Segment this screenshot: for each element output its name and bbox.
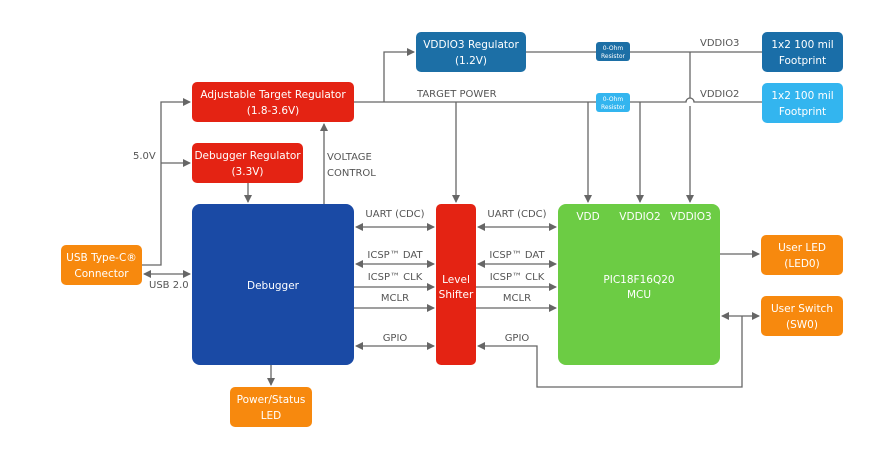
pin-label-vddio2: VDDIO2 <box>619 211 660 223</box>
block-label: (1.8-3.6V) <box>247 105 300 117</box>
power-led-block: Power/Status LED <box>230 387 312 427</box>
label-5v: 5.0V <box>133 151 156 162</box>
label-icsp-clk: ICSP™ CLK <box>368 272 423 283</box>
block-label: 0-Ohm <box>603 45 624 52</box>
block-label: MCU <box>627 289 651 301</box>
user-led-block: User LED (LED0) <box>761 235 843 275</box>
label-icsp-dat: ICSP™ DAT <box>489 250 545 261</box>
block-label: PIC18F16Q20 <box>603 274 674 286</box>
label-uart: UART (CDC) <box>365 209 424 220</box>
label-icsp-dat: ICSP™ DAT <box>367 250 423 261</box>
debugger-block: Debugger <box>192 204 354 365</box>
footprint-vddio3: 1x2 100 mil Footprint <box>762 32 843 72</box>
label-uart: UART (CDC) <box>487 209 546 220</box>
block-label: User LED <box>778 242 826 254</box>
label-vddio2: VDDIO2 <box>700 89 739 100</box>
resistor-vddio3: 0-Ohm Resistor <box>596 42 630 61</box>
usb-connector-block: USB Type-C® Connector <box>61 245 142 285</box>
level-shifter-block: Level Shifter <box>436 204 476 365</box>
pin-label-vddio3: VDDIO3 <box>670 211 711 223</box>
connections <box>142 48 762 388</box>
block-label: USB Type-C® <box>66 252 137 264</box>
block-label: 1x2 100 mil <box>771 39 833 51</box>
block-label: 0-Ohm <box>603 96 624 103</box>
block-label: Connector <box>74 268 129 280</box>
block-label: (3.3V) <box>231 166 263 178</box>
label-vddio3: VDDIO3 <box>700 38 739 49</box>
label-icsp-clk: ICSP™ CLK <box>490 272 545 283</box>
block-label: Power/Status <box>237 394 306 406</box>
block-label: Shifter <box>439 289 474 301</box>
label-voltage-control: VOLTAGE <box>327 152 372 163</box>
resistor-vddio2: 0-Ohm Resistor <box>596 93 630 112</box>
block-label: Debugger Regulator <box>194 150 301 162</box>
block-label: (SW0) <box>786 319 818 331</box>
label-gpio: GPIO <box>505 333 530 344</box>
block-label: (LED0) <box>784 258 819 270</box>
label-gpio: GPIO <box>383 333 408 344</box>
mcu-block: PIC18F16Q20 MCU VDD VDDIO2 VDDIO3 <box>558 204 720 365</box>
line-vddio3-reg-in <box>383 48 415 102</box>
label-usb2: USB 2.0 <box>149 280 189 291</box>
target-regulator-block: Adjustable Target Regulator (1.8-3.6V) <box>192 82 354 122</box>
label-voltage-control: CONTROL <box>327 168 376 179</box>
block-label: User Switch <box>771 303 833 315</box>
block-label: LED <box>261 410 282 422</box>
block-label: Footprint <box>779 106 826 118</box>
line-labels: 5.0V USB 2.0 VOLTAGE CONTROL TARGET POWE… <box>133 38 739 344</box>
label-mclr: MCLR <box>503 293 531 304</box>
block-label: Adjustable Target Regulator <box>200 89 346 101</box>
block-label: Level <box>442 274 470 286</box>
debugger-regulator-block: Debugger Regulator (3.3V) <box>192 143 303 183</box>
block-label: Resistor <box>601 104 626 111</box>
vddio3-regulator-block: VDDIO3 Regulator (1.2V) <box>416 32 526 72</box>
line-5v <box>142 98 191 266</box>
block-label: (1.2V) <box>455 55 487 67</box>
block-label: 1x2 100 mil <box>771 90 833 102</box>
label-mclr: MCLR <box>381 293 409 304</box>
block-label: VDDIO3 Regulator <box>423 39 519 51</box>
user-switch-block: User Switch (SW0) <box>761 296 843 336</box>
block-label: Debugger <box>247 280 300 292</box>
line-gpio-right <box>477 316 743 388</box>
label-target-power: TARGET POWER <box>416 89 497 100</box>
block-label: Resistor <box>601 53 626 60</box>
pin-label-vdd: VDD <box>576 211 599 223</box>
footprint-vddio2: 1x2 100 mil Footprint <box>762 83 843 123</box>
block-label: Footprint <box>779 55 826 67</box>
